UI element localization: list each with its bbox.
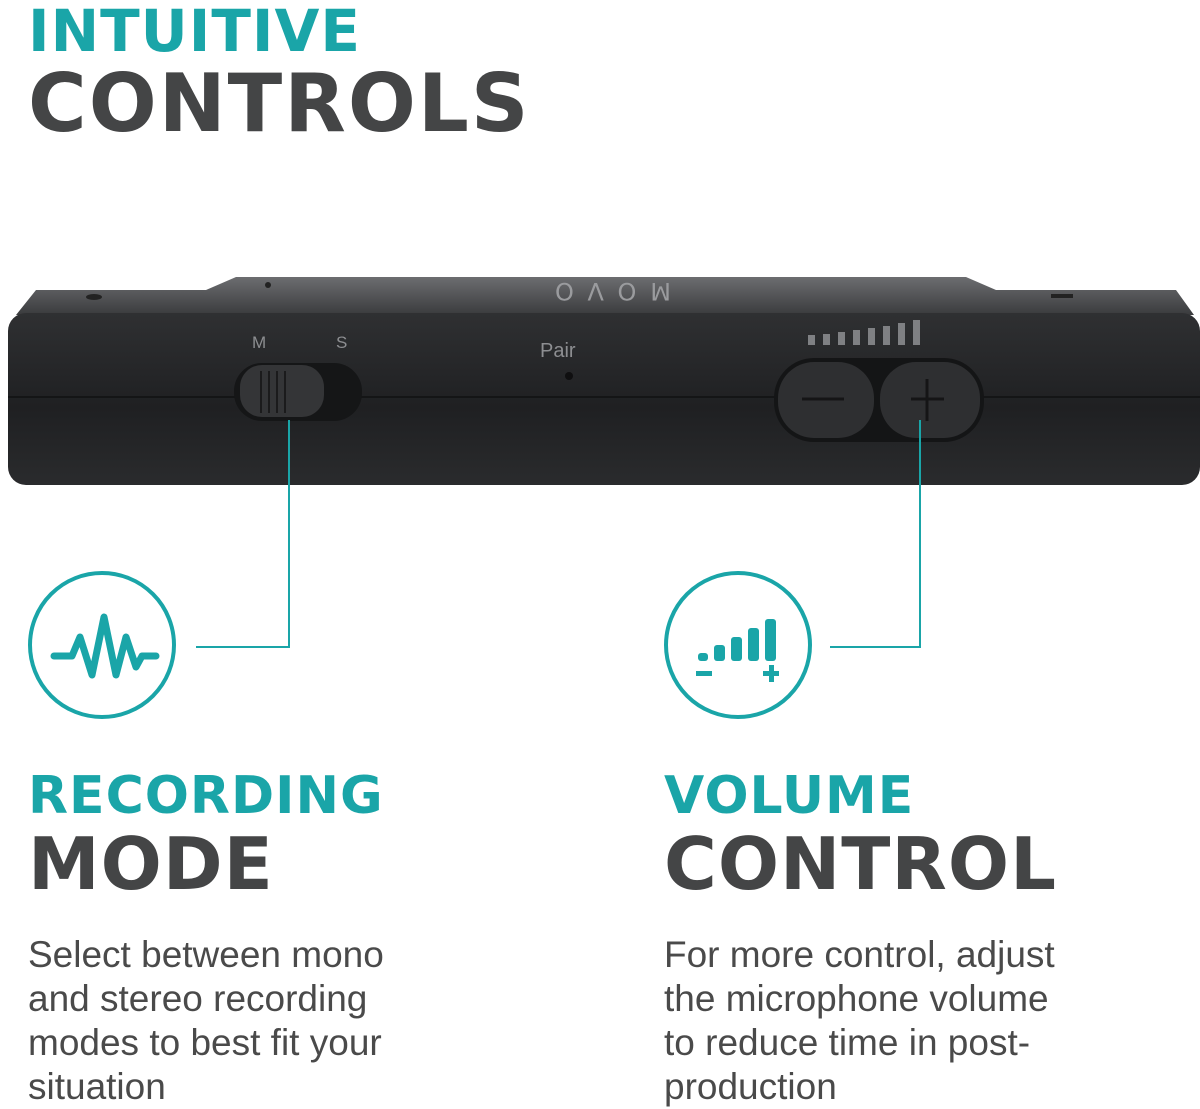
stereo-label: S — [336, 333, 347, 352]
mono-label: M — [252, 333, 266, 352]
recording-mode-description: Select between mono and stereo recording… — [28, 934, 384, 1107]
volume-callout-line-vertical — [919, 420, 921, 648]
recording-mode-section: RECORDING MODE Select between mono and s… — [28, 767, 448, 1109]
recording-mode-accent: RECORDING — [28, 766, 384, 826]
mode-callout-line-vertical — [288, 420, 290, 648]
volume-bars-icon — [664, 571, 812, 719]
mode-callout-line-horizontal — [196, 646, 290, 648]
headline-accent: INTUITIVE — [28, 0, 362, 65]
volume-control-section: VOLUME CONTROL For more control, adjust … — [664, 767, 1084, 1109]
waveform-icon — [28, 571, 176, 719]
page-headline: INTUITIVE CONTROLS — [28, 0, 530, 146]
volume-callout-line-horizontal — [830, 646, 921, 648]
headline-main: CONTROLS — [28, 57, 531, 150]
device-image: MOVO M S Pair — [6, 275, 1200, 485]
svg-text:Pair: Pair — [540, 340, 576, 362]
recording-mode-title: MODE — [28, 822, 274, 906]
volume-control-title: CONTROL — [664, 822, 1057, 906]
volume-control-description: For more control, adjust the microphone … — [664, 934, 1055, 1107]
svg-text:MOVO: MOVO — [541, 277, 671, 305]
volume-control-accent: VOLUME — [664, 766, 915, 826]
